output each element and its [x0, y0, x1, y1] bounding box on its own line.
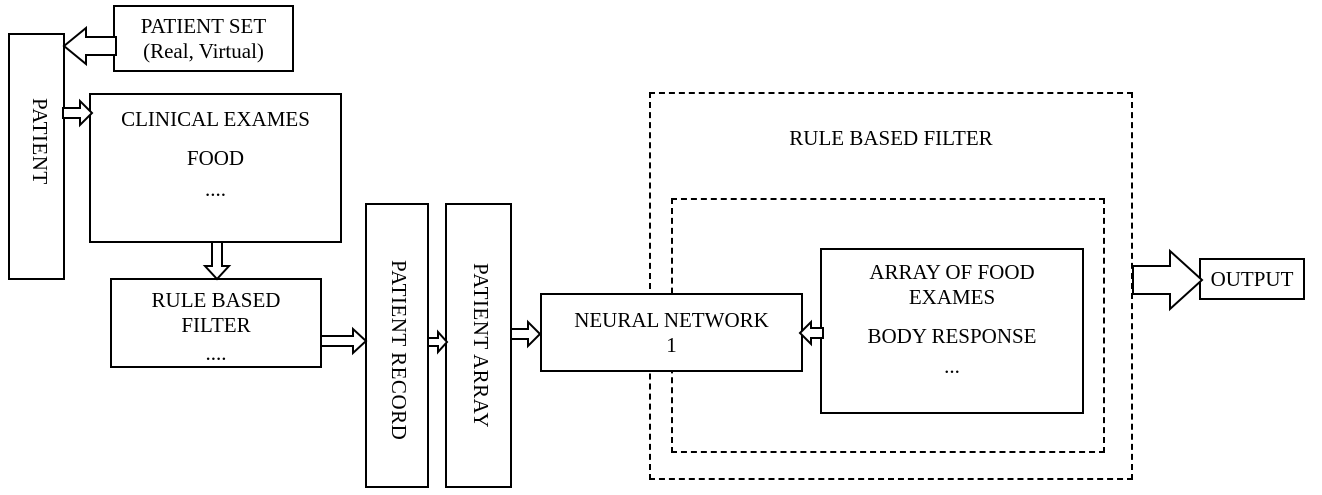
clinical-exames-box[interactable]: CLINICAL EXAMES FOOD .... — [89, 93, 342, 243]
array-of-food-exames-box[interactable]: ARRAY OF FOOD EXAMES BODY RESPONSE ... — [820, 248, 1084, 414]
neural-network-label-line2: 1 — [666, 332, 677, 357]
clinical-exames-label-line3: .... — [205, 176, 226, 201]
clinical-exames-label-line2: FOOD — [186, 145, 245, 170]
arrow-array-of-food-exames-to-neural-network — [798, 318, 824, 348]
array-of-food-exames-label-line4: ... — [944, 354, 960, 379]
rule-based-filter-left-label-line3: .... — [205, 341, 227, 366]
arrow-patient-record-to-patient-array — [427, 329, 449, 355]
patient-set-label-line1: PATIENT SET — [140, 13, 267, 38]
array-of-food-exames-label-line2: EXAMES — [908, 284, 996, 309]
patient-set-box[interactable]: PATIENT SET (Real, Virtual) — [113, 5, 294, 72]
rule-based-filter-outer-label: RULE BASED FILTER — [789, 126, 993, 150]
patient-array-label: PATIENT ARRAY — [469, 263, 493, 429]
patient-label: PATIENT — [28, 98, 52, 185]
patient-box[interactable] — [8, 33, 65, 280]
neural-network-label-line1: NEURAL NETWORK — [574, 307, 769, 332]
patient-record-box[interactable] — [365, 203, 429, 488]
clinical-exames-label-line1: CLINICAL EXAMES — [121, 107, 310, 131]
output-box[interactable]: OUTPUT — [1199, 258, 1305, 300]
rule-based-filter-left-label-line2: FILTER — [181, 312, 251, 337]
arrow-rule-based-filter-to-patient-record — [320, 326, 368, 356]
rule-based-filter-left-label-line1: RULE BASED — [151, 288, 281, 312]
arrow-patient-set-to-patient — [62, 24, 118, 68]
neural-network-box[interactable]: NEURAL NETWORK 1 — [540, 293, 803, 372]
arrow-rule-based-filter-to-output — [1132, 248, 1204, 312]
array-of-food-exames-label-line3: BODY RESPONSE — [867, 323, 1037, 348]
arrow-patient-array-to-neural-network — [510, 319, 542, 349]
rule-based-filter-left-box[interactable]: RULE BASED FILTER .... — [110, 278, 322, 368]
patient-set-label-line2: (Real, Virtual) — [143, 38, 264, 63]
patient-record-label: PATIENT RECORD — [387, 260, 411, 441]
array-of-food-exames-label-line1: ARRAY OF FOOD — [869, 260, 1035, 284]
arrow-patient-to-clinical-exames — [62, 98, 94, 128]
arrow-clinical-exames-to-rule-based-filter — [202, 241, 232, 281]
patient-array-box[interactable] — [445, 203, 512, 488]
output-label: OUTPUT — [1210, 266, 1294, 291]
